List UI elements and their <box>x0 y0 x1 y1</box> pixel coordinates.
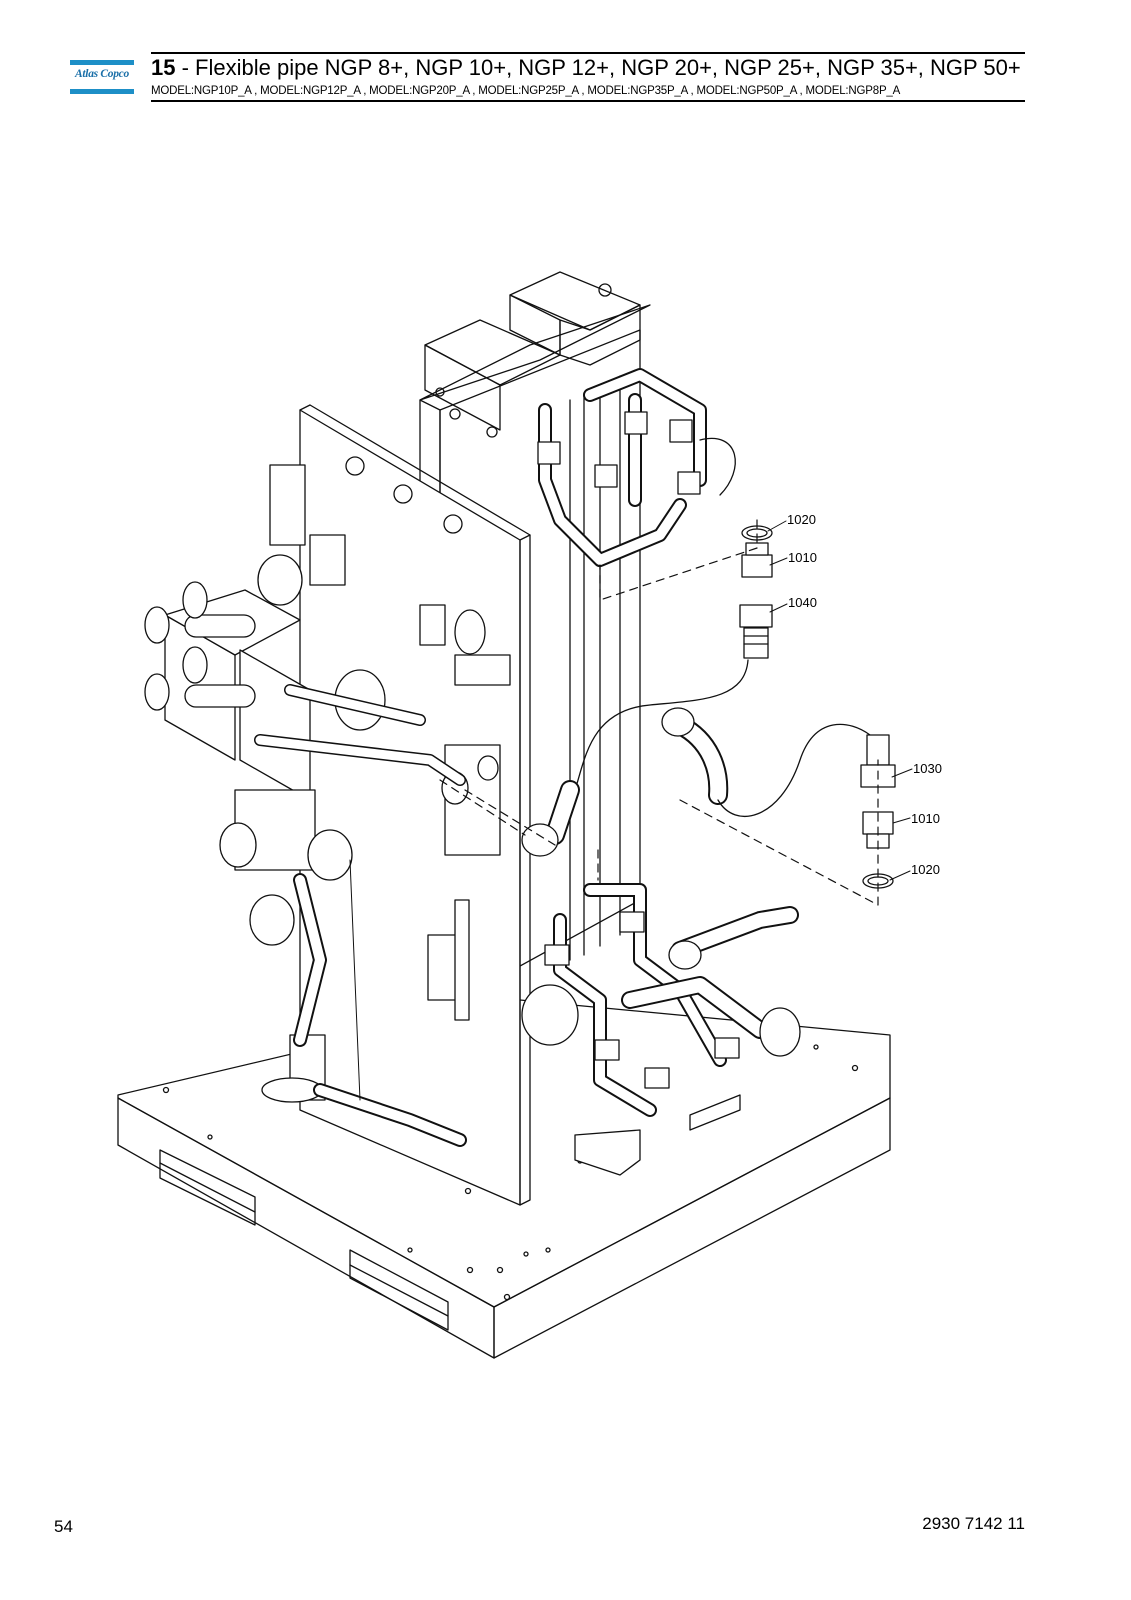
callout-leaders <box>767 520 913 881</box>
document-number: 2930 7142 11 <box>922 1514 1025 1533</box>
assembly-dashed-lines <box>439 519 879 906</box>
logo-wordmark: Atlas Copco <box>75 68 129 80</box>
regulator-group <box>219 464 511 1103</box>
page-number: 54 <box>54 1517 73 1536</box>
logo-band-top <box>70 60 134 65</box>
header-rule-bottom <box>151 100 1025 102</box>
panel-piping <box>254 684 467 1147</box>
left-manifold <box>144 581 311 801</box>
logo-band-bottom <box>70 89 134 94</box>
callout-1010-top: 1010 <box>788 550 817 565</box>
lower-right-assembly <box>521 883 801 1176</box>
header-rule-top <box>151 52 1025 54</box>
upper-piping <box>537 368 736 567</box>
page-title: 15 - Flexible pipe NGP 8+, NGP 10+, NGP … <box>151 54 1025 81</box>
model-list: MODEL:NGP10P_A , MODEL:NGP12P_A , MODEL:… <box>151 85 901 97</box>
lower-fittings <box>860 734 896 889</box>
exploded-parts-drawing <box>117 271 913 1359</box>
callout-1040: 1040 <box>788 595 817 610</box>
section-title: - Flexible pipe NGP 8+, NGP 10+, NGP 12+… <box>175 55 1021 80</box>
callout-1030: 1030 <box>913 761 942 776</box>
callout-1020-bottom: 1020 <box>911 862 940 877</box>
atlas-copco-logo: Atlas Copco <box>70 60 134 94</box>
callout-1010-bottom: 1010 <box>911 811 940 826</box>
callout-1020-top: 1020 <box>787 512 816 527</box>
section-number: 15 <box>151 55 176 80</box>
page-header: 15 - Flexible pipe NGP 8+, NGP 10+, NGP … <box>151 52 1025 102</box>
upper-fittings <box>739 525 773 659</box>
flexible-hose-1030 <box>521 659 871 857</box>
